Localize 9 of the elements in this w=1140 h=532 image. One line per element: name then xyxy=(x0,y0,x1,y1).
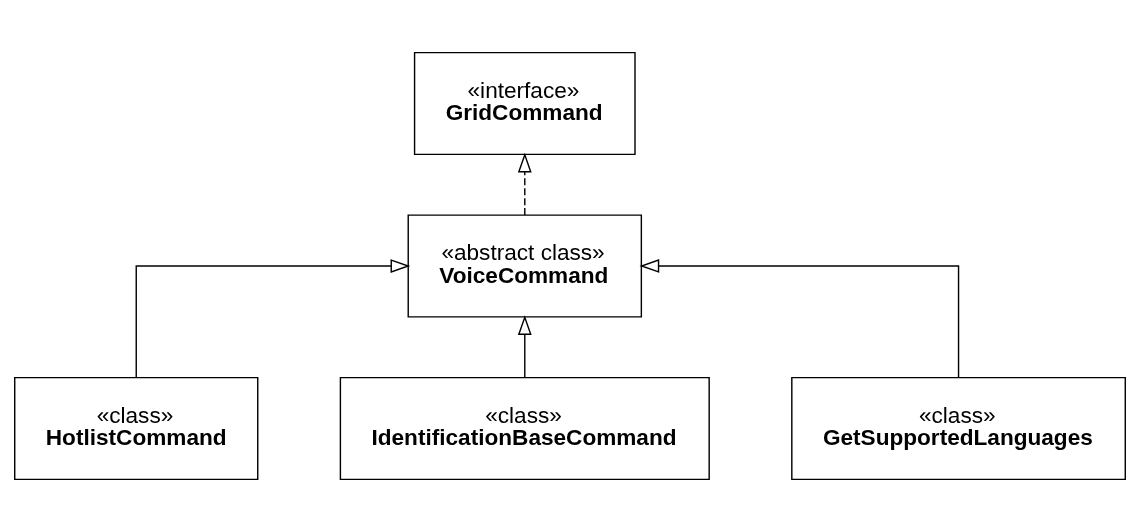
node-box: «class» GetSupportedLanguages xyxy=(791,376,1126,481)
arrow xyxy=(517,315,532,379)
arrow xyxy=(135,259,411,379)
arrow xyxy=(639,259,960,379)
node-box: «abstract class» VoiceCommand xyxy=(407,214,643,318)
node-box: «interface» GridCommand xyxy=(413,51,636,156)
arrow xyxy=(517,152,532,216)
node-box: «class» IdentificationBaseCommand xyxy=(339,376,710,481)
node-box: «class» HotlistCommand xyxy=(14,376,259,481)
